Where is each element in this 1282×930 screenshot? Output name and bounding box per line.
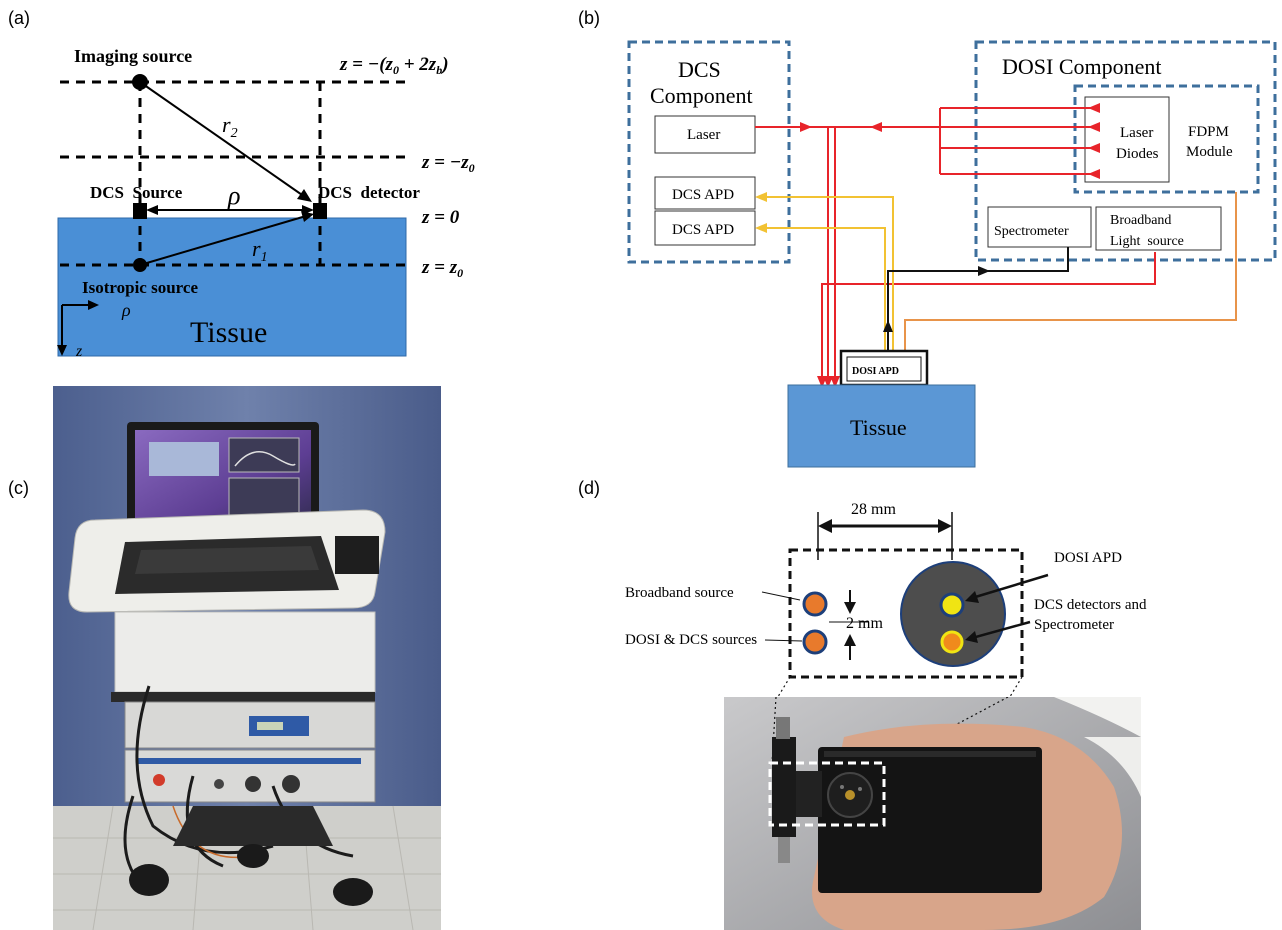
broadband-label-1: Broadband [1110, 213, 1171, 228]
dcs-detector-marker [313, 203, 327, 219]
dimension-2-label: 2 mm [846, 615, 883, 632]
dosi-apd-fiber [939, 592, 965, 618]
laser-label: Laser [687, 127, 720, 143]
tissue-region [57, 217, 407, 357]
panel-label-d: (d) [578, 478, 600, 498]
r1-arrow [139, 215, 307, 266]
dosi-apd-label: DOSI APD [852, 366, 899, 377]
broadband-source-fiber [802, 591, 828, 617]
r2-label: r2 [222, 112, 238, 141]
rho-label: ρ [227, 181, 240, 210]
tissue-block-b [787, 384, 976, 468]
axis-z-label: z [75, 343, 83, 360]
broadband-source-label: Broadband source [625, 585, 734, 601]
laser-diodes-label-2: Diodes [1116, 146, 1159, 162]
dcs-apd-label-2: DCS APD [672, 222, 734, 238]
dcs-detector-arrow [971, 620, 1031, 640]
red-arrowheads [800, 103, 1100, 388]
photo-handheld-probe [724, 697, 1141, 930]
dcs-detector-label: DCS detector [318, 183, 420, 202]
dcs-component-title-2: Component [650, 83, 753, 108]
dcs-source-marker [133, 203, 147, 219]
panel-label-c: (c) [8, 478, 29, 498]
probe-window-highlight [768, 761, 886, 827]
dcs-apd-label-1: DCS APD [672, 187, 734, 203]
dcs-detectors-label-2: Spectrometer [1034, 617, 1114, 633]
imaging-source-label: Imaging source [74, 46, 192, 66]
probe-face-box [788, 548, 1024, 679]
fdpm-label-1: FDPM [1188, 124, 1229, 140]
dcs-source-label: DCS Source [90, 183, 183, 202]
dosi-dcs-source-fiber [802, 629, 828, 655]
dosi-apd-arrow [971, 573, 1049, 600]
tissue-label-a: Tissue [190, 316, 267, 349]
axis-rho-label: ρ [121, 300, 131, 320]
dosi-dcs-sources-label: DOSI & DCS sources [625, 632, 757, 648]
broadband-label-2: Light source [1110, 234, 1184, 249]
dosi-component-title: DOSI Component [1002, 54, 1162, 79]
eq-neg-z0-label: z = −z0 [421, 152, 475, 175]
isotropic-source-dot [133, 258, 147, 272]
spectrometer-box [987, 206, 1092, 248]
dosi-component-box [974, 40, 1277, 262]
z-axis-arrow [57, 345, 67, 356]
eq-top-label: z = −(z0 + 2zb) [339, 54, 449, 77]
dcs-detector-fiber [940, 630, 964, 654]
dosi-apd-label-d: DOSI APD [1054, 550, 1122, 566]
panel-a-diagram: Imaging source z = −(z0 + 2zb) r2 z = −z… [57, 46, 475, 360]
panel-d-diagram: 28 mm 2 mm Broadband source DOSI & DCS s… [625, 501, 1147, 700]
eq-z0-label: z = z0 [421, 257, 463, 280]
rho-axis-arrow [88, 300, 99, 310]
panel-b-diagram: DCS Component Laser DCS APD DCS APD DOSI… [627, 40, 1277, 468]
dcs-detectors-label-1: DCS detectors and [1034, 597, 1147, 613]
dcs-component-title-1: DCS [678, 57, 721, 82]
dimension-28-label: 28 mm [851, 501, 896, 518]
tissue-label-b: Tissue [850, 415, 907, 440]
dcs-apd-box-1 [654, 176, 756, 210]
isotropic-source-label: Isotropic source [82, 278, 198, 297]
fdpm-module-box [1073, 84, 1260, 194]
photo-cart-system [53, 386, 441, 930]
laser-diodes-label-1: Laser [1120, 125, 1153, 141]
laser-box [654, 115, 756, 154]
probe-body [818, 747, 1042, 893]
probe-box-on-cart [335, 536, 379, 574]
panel-label-a: (a) [8, 8, 30, 28]
imaging-source-dot [132, 74, 148, 90]
black-fiber-line [887, 247, 1069, 351]
r2-arrow [139, 81, 306, 198]
eq-zero-label: z = 0 [421, 207, 460, 228]
fdpm-label-2: Module [1186, 144, 1233, 160]
spectrometer-label: Spectrometer [994, 224, 1069, 239]
yellow-fiber-lines [760, 196, 894, 385]
dcs-component-box [627, 40, 791, 264]
orange-fiber-line [904, 192, 1237, 358]
panel-label-b: (b) [578, 8, 600, 28]
dcs-apd-box-2 [654, 210, 756, 246]
r1-label: r1 [252, 236, 268, 265]
broadband-box [1095, 206, 1222, 251]
